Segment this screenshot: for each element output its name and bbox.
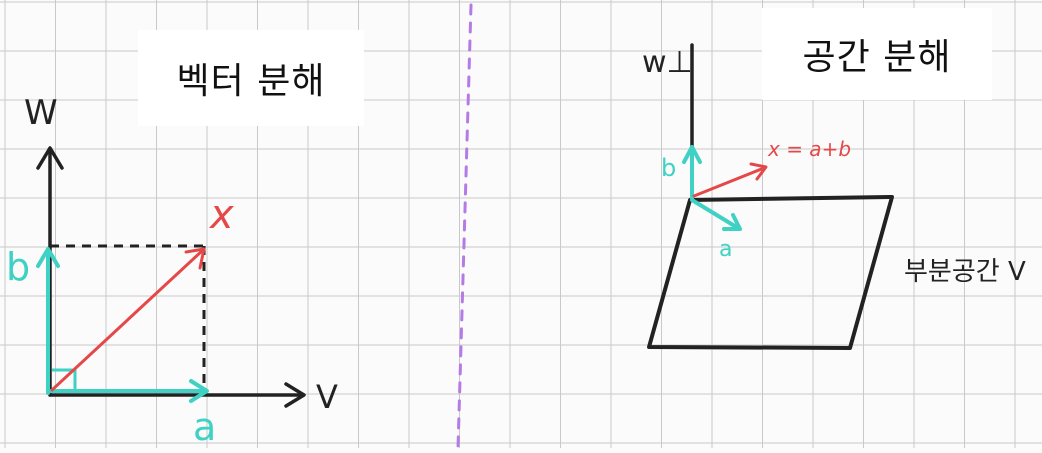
w-perp-label: w⊥	[642, 45, 693, 80]
x-vector-arrowhead	[184, 247, 206, 270]
w-axis-arrowhead	[36, 146, 64, 170]
x-vector-label: x	[208, 192, 234, 238]
a-vector-right	[690, 198, 740, 230]
b-vector-label: b	[6, 245, 30, 289]
a-vector-label: a	[193, 405, 216, 448]
subspace-plane	[647, 195, 894, 350]
x-vector-right	[692, 166, 766, 198]
b-vector-right-arrowhead	[682, 145, 702, 164]
x-vector	[50, 248, 205, 392]
divider-line	[456, 3, 473, 450]
a-vector-right-label: a	[719, 237, 732, 262]
vector-decomposition-title: 벡터 분해	[138, 30, 364, 126]
v-axis-label: V	[316, 378, 338, 416]
space-decomposition-title: 공간 분해	[762, 8, 992, 100]
b-vector-arrowhead	[36, 247, 60, 268]
x-vector-right-arrowhead	[749, 162, 768, 181]
x-vector-right-label: x = a+b	[767, 137, 851, 161]
b-vector-right-label: b	[661, 154, 676, 182]
v-axis-arrowhead	[284, 382, 306, 408]
subspace-label: 부분공간 V	[904, 257, 1026, 287]
a-vector-arrowhead	[189, 379, 209, 403]
a-vector-right-arrowhead	[722, 213, 742, 231]
w-axis-label: W	[24, 93, 58, 133]
